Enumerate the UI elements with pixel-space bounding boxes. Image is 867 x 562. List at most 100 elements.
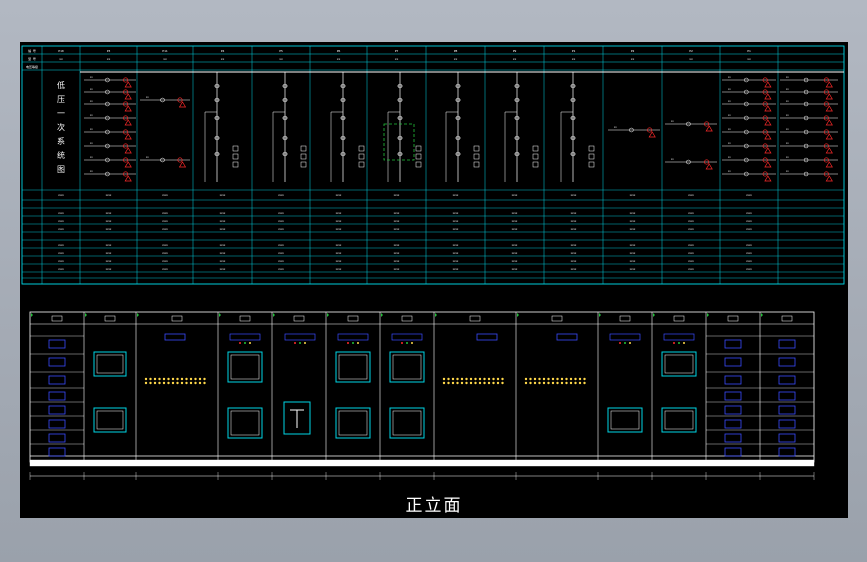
meter-panel bbox=[164, 333, 186, 341]
arrester-symbol bbox=[825, 133, 833, 140]
feeder-tag: xx bbox=[671, 120, 674, 123]
arrester-symbol bbox=[764, 81, 772, 88]
indicator-led bbox=[465, 377, 468, 381]
table-cell-text: xxxx bbox=[220, 244, 226, 247]
drawer-handle bbox=[48, 391, 66, 401]
breaker-face bbox=[610, 410, 640, 430]
nameplate bbox=[239, 315, 251, 322]
indicator-led bbox=[451, 381, 455, 385]
table-cell-text: xxxx bbox=[106, 268, 112, 271]
breaker-face bbox=[96, 354, 124, 374]
status-lamp bbox=[239, 342, 241, 344]
indicator-led bbox=[176, 377, 179, 381]
table-cell-text: xxxx bbox=[571, 252, 577, 255]
table-cell-text: xxxx bbox=[162, 244, 168, 247]
breaker-contact bbox=[744, 101, 749, 107]
panel-code: P2 bbox=[631, 49, 635, 53]
panel-code: P3 bbox=[107, 49, 111, 53]
indicator-led bbox=[162, 377, 166, 381]
drawer-handle bbox=[778, 357, 796, 367]
indicator-led bbox=[180, 381, 184, 385]
vertical-label-char: 低 bbox=[57, 80, 65, 90]
breaker-face bbox=[96, 410, 124, 430]
indicator-led bbox=[556, 377, 559, 381]
breaker-face bbox=[392, 354, 422, 380]
feeder-tag: xx bbox=[728, 88, 731, 91]
drawer-handle bbox=[778, 433, 796, 443]
breaker-contact bbox=[686, 159, 691, 165]
indicator-led bbox=[569, 377, 573, 381]
panel-code: P1 bbox=[572, 49, 576, 53]
arrester-symbol bbox=[124, 119, 132, 126]
nameplate bbox=[781, 315, 793, 322]
status-lamp bbox=[357, 342, 359, 344]
indicator-led bbox=[551, 381, 555, 385]
table-cell-text: xxxx bbox=[453, 228, 459, 231]
feeder-tag: xx bbox=[786, 76, 789, 79]
ct-symbol bbox=[123, 157, 129, 163]
breaker-face bbox=[664, 410, 694, 430]
breaker-contact bbox=[105, 157, 110, 163]
breaker-window bbox=[335, 351, 371, 383]
ct-symbol bbox=[177, 157, 183, 163]
meter-box bbox=[473, 145, 480, 152]
table-cell-text: xxxx bbox=[688, 252, 694, 255]
breaker-window bbox=[335, 407, 371, 439]
indicator-led bbox=[149, 381, 152, 385]
table-cell-text: xxxx bbox=[278, 268, 284, 271]
ct-symbol bbox=[762, 101, 768, 107]
arrester-symbol bbox=[825, 81, 833, 88]
breaker-contact bbox=[744, 129, 749, 135]
table-cell-text: xxxx bbox=[278, 212, 284, 215]
meter-box bbox=[473, 153, 480, 160]
table-cell-text: xxxx bbox=[746, 252, 752, 255]
ct-symbol bbox=[823, 89, 829, 95]
indicator-led bbox=[533, 377, 537, 381]
breaker-contact bbox=[803, 157, 809, 163]
panel-type: xx bbox=[163, 57, 167, 61]
table-cell-text: xxxx bbox=[336, 194, 342, 197]
drawer-handle bbox=[48, 339, 66, 349]
breaker-window bbox=[389, 351, 425, 383]
drawer-handle bbox=[48, 405, 66, 415]
indicator-led bbox=[487, 377, 491, 381]
ct-symbol bbox=[823, 129, 829, 135]
indicator-led bbox=[547, 377, 550, 381]
table-cell-text: xxxx bbox=[571, 244, 577, 247]
drawer-handle bbox=[778, 339, 796, 349]
panel-code: P4 bbox=[221, 49, 225, 53]
drawer-handle bbox=[778, 375, 796, 385]
meter-box bbox=[415, 153, 422, 160]
table-cell-text: xxxx bbox=[394, 244, 400, 247]
ct-symbol bbox=[823, 157, 829, 163]
indicator-led bbox=[578, 381, 582, 385]
indicator-led bbox=[551, 377, 555, 381]
nameplate bbox=[293, 315, 305, 322]
meter-box bbox=[532, 161, 539, 168]
ct-symbol bbox=[823, 101, 829, 107]
ct-symbol bbox=[123, 101, 129, 107]
arrester-symbol bbox=[705, 125, 713, 132]
ct-symbol bbox=[123, 89, 129, 95]
indicator-led bbox=[533, 381, 537, 385]
indicator-led bbox=[529, 381, 532, 385]
panel-type: xx bbox=[513, 57, 517, 61]
indicator-led bbox=[465, 381, 468, 385]
arrester-symbol bbox=[178, 161, 187, 168]
indicator-led bbox=[569, 381, 573, 385]
drawer-handle bbox=[778, 419, 796, 429]
drawer-handle bbox=[48, 433, 66, 443]
drawer-handle bbox=[778, 405, 796, 415]
indicator-led bbox=[176, 381, 179, 385]
indicator-led bbox=[469, 381, 473, 385]
indicator-led bbox=[492, 381, 495, 385]
meter-box bbox=[415, 161, 422, 168]
table-cell-text: xxxx bbox=[512, 268, 518, 271]
meter-box bbox=[300, 145, 307, 152]
breaker-contact bbox=[105, 77, 110, 83]
header-row-label: 型 号 bbox=[28, 56, 36, 61]
indicator-led bbox=[524, 381, 528, 385]
breaker-contact bbox=[803, 143, 809, 149]
breaker-window bbox=[93, 407, 127, 433]
table-cell-text: xxxx bbox=[453, 220, 459, 223]
